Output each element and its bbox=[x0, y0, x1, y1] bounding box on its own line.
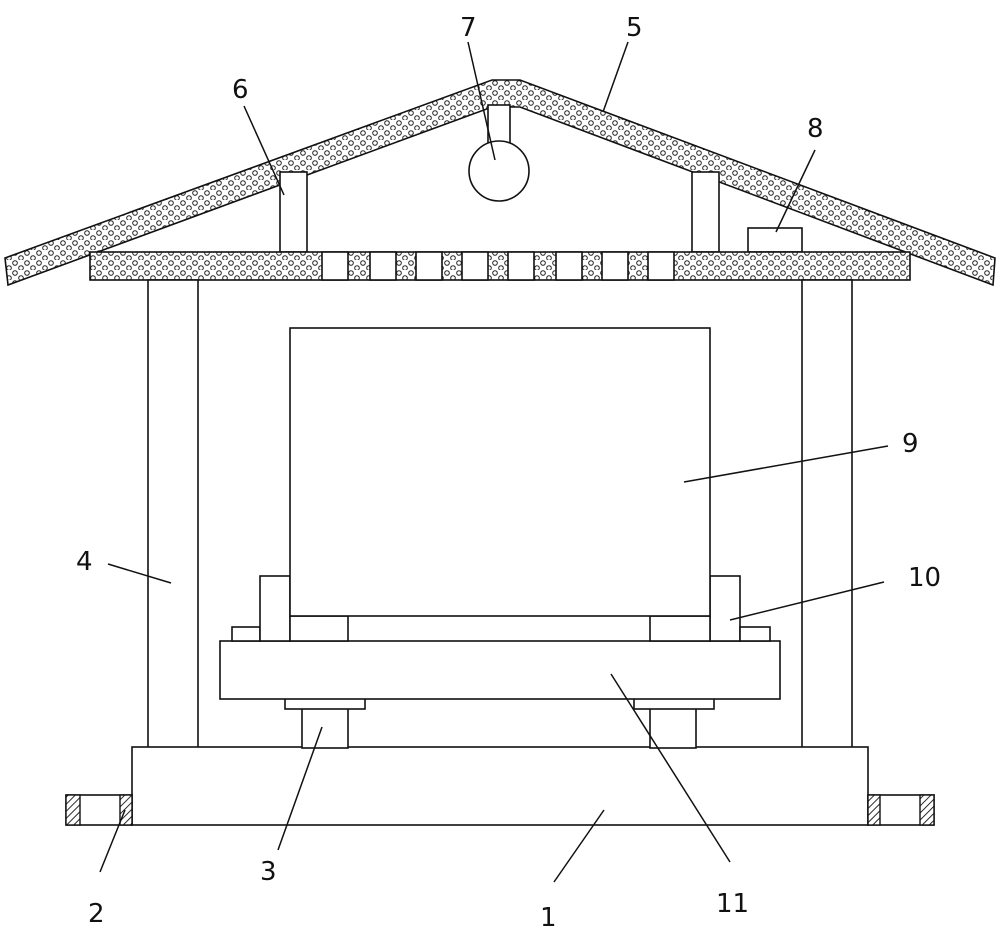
left-hatched-block bbox=[65, 794, 81, 826]
box bbox=[289, 327, 711, 617]
left-clamp-step bbox=[231, 626, 261, 642]
label-8: 8 bbox=[807, 114, 824, 144]
leader-lines bbox=[99, 41, 889, 883]
left-leg bbox=[301, 707, 349, 749]
right-clamp-foot bbox=[649, 615, 711, 642]
label-10: 10 bbox=[908, 563, 941, 593]
left-hatched-block-inner bbox=[119, 794, 133, 826]
component-8 bbox=[747, 227, 803, 253]
left-roof-support bbox=[279, 171, 308, 253]
label-2: 2 bbox=[88, 899, 105, 929]
ceiling-board bbox=[89, 251, 911, 281]
left-column bbox=[147, 279, 199, 749]
right-leg bbox=[649, 707, 697, 749]
label-9: 9 bbox=[902, 429, 919, 459]
right-column bbox=[801, 279, 853, 749]
base bbox=[131, 746, 869, 826]
roof bbox=[4, 79, 996, 287]
label-6: 6 bbox=[232, 75, 249, 105]
right-hatched-block-outer bbox=[919, 794, 935, 826]
lamp bbox=[468, 140, 530, 202]
label-5: 5 bbox=[626, 13, 643, 43]
ceiling-vents bbox=[321, 251, 675, 281]
right-clamp-step bbox=[739, 626, 771, 642]
label-1: 1 bbox=[540, 903, 557, 933]
label-4: 4 bbox=[76, 547, 93, 577]
platform bbox=[219, 640, 781, 700]
left-clamp bbox=[259, 575, 291, 642]
right-hatched-block bbox=[867, 794, 881, 826]
right-roof-support bbox=[691, 171, 720, 253]
label-11: 11 bbox=[716, 889, 749, 919]
left-clamp-foot bbox=[289, 615, 349, 642]
label-3: 3 bbox=[260, 857, 277, 887]
right-clamp bbox=[709, 575, 741, 642]
label-7: 7 bbox=[460, 13, 477, 43]
